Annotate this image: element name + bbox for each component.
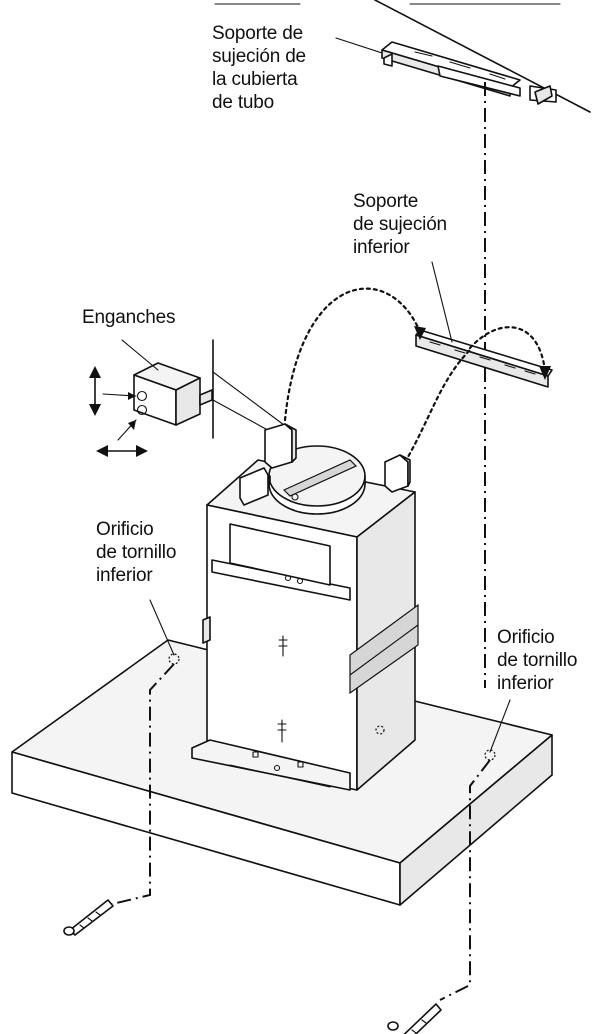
label-leaders — [149, 599, 511, 753]
fan-housing — [268, 445, 366, 515]
label-lower-bracket: Soporte de sujeción inferior — [353, 191, 447, 258]
mounting-tabs — [239, 423, 411, 506]
wall-segment — [212, 339, 289, 441]
lower-bracket — [415, 261, 553, 388]
curved-arrow-icon — [283, 287, 551, 464]
vertical-double-arrow-icon — [89, 366, 101, 416]
hook-detail — [102, 339, 213, 441]
right-screw — [387, 1003, 442, 1034]
horizontal-double-arrow-icon — [96, 445, 148, 457]
screw-icon — [277, 635, 288, 743]
label-upper-bracket: Soporte de sujeción de la cubierta de tu… — [212, 23, 306, 113]
label-hooks: Enganches — [82, 307, 176, 328]
label-right-hole: Orificio de tornillo inferior — [497, 627, 578, 694]
vertical-guide-right-lower — [439, 759, 491, 1001]
vertical-guide-left — [107, 663, 175, 906]
label-left-hole: Orificio de tornillo inferior — [96, 519, 177, 586]
upper-bracket — [335, 37, 557, 105]
left-screw — [63, 899, 114, 936]
